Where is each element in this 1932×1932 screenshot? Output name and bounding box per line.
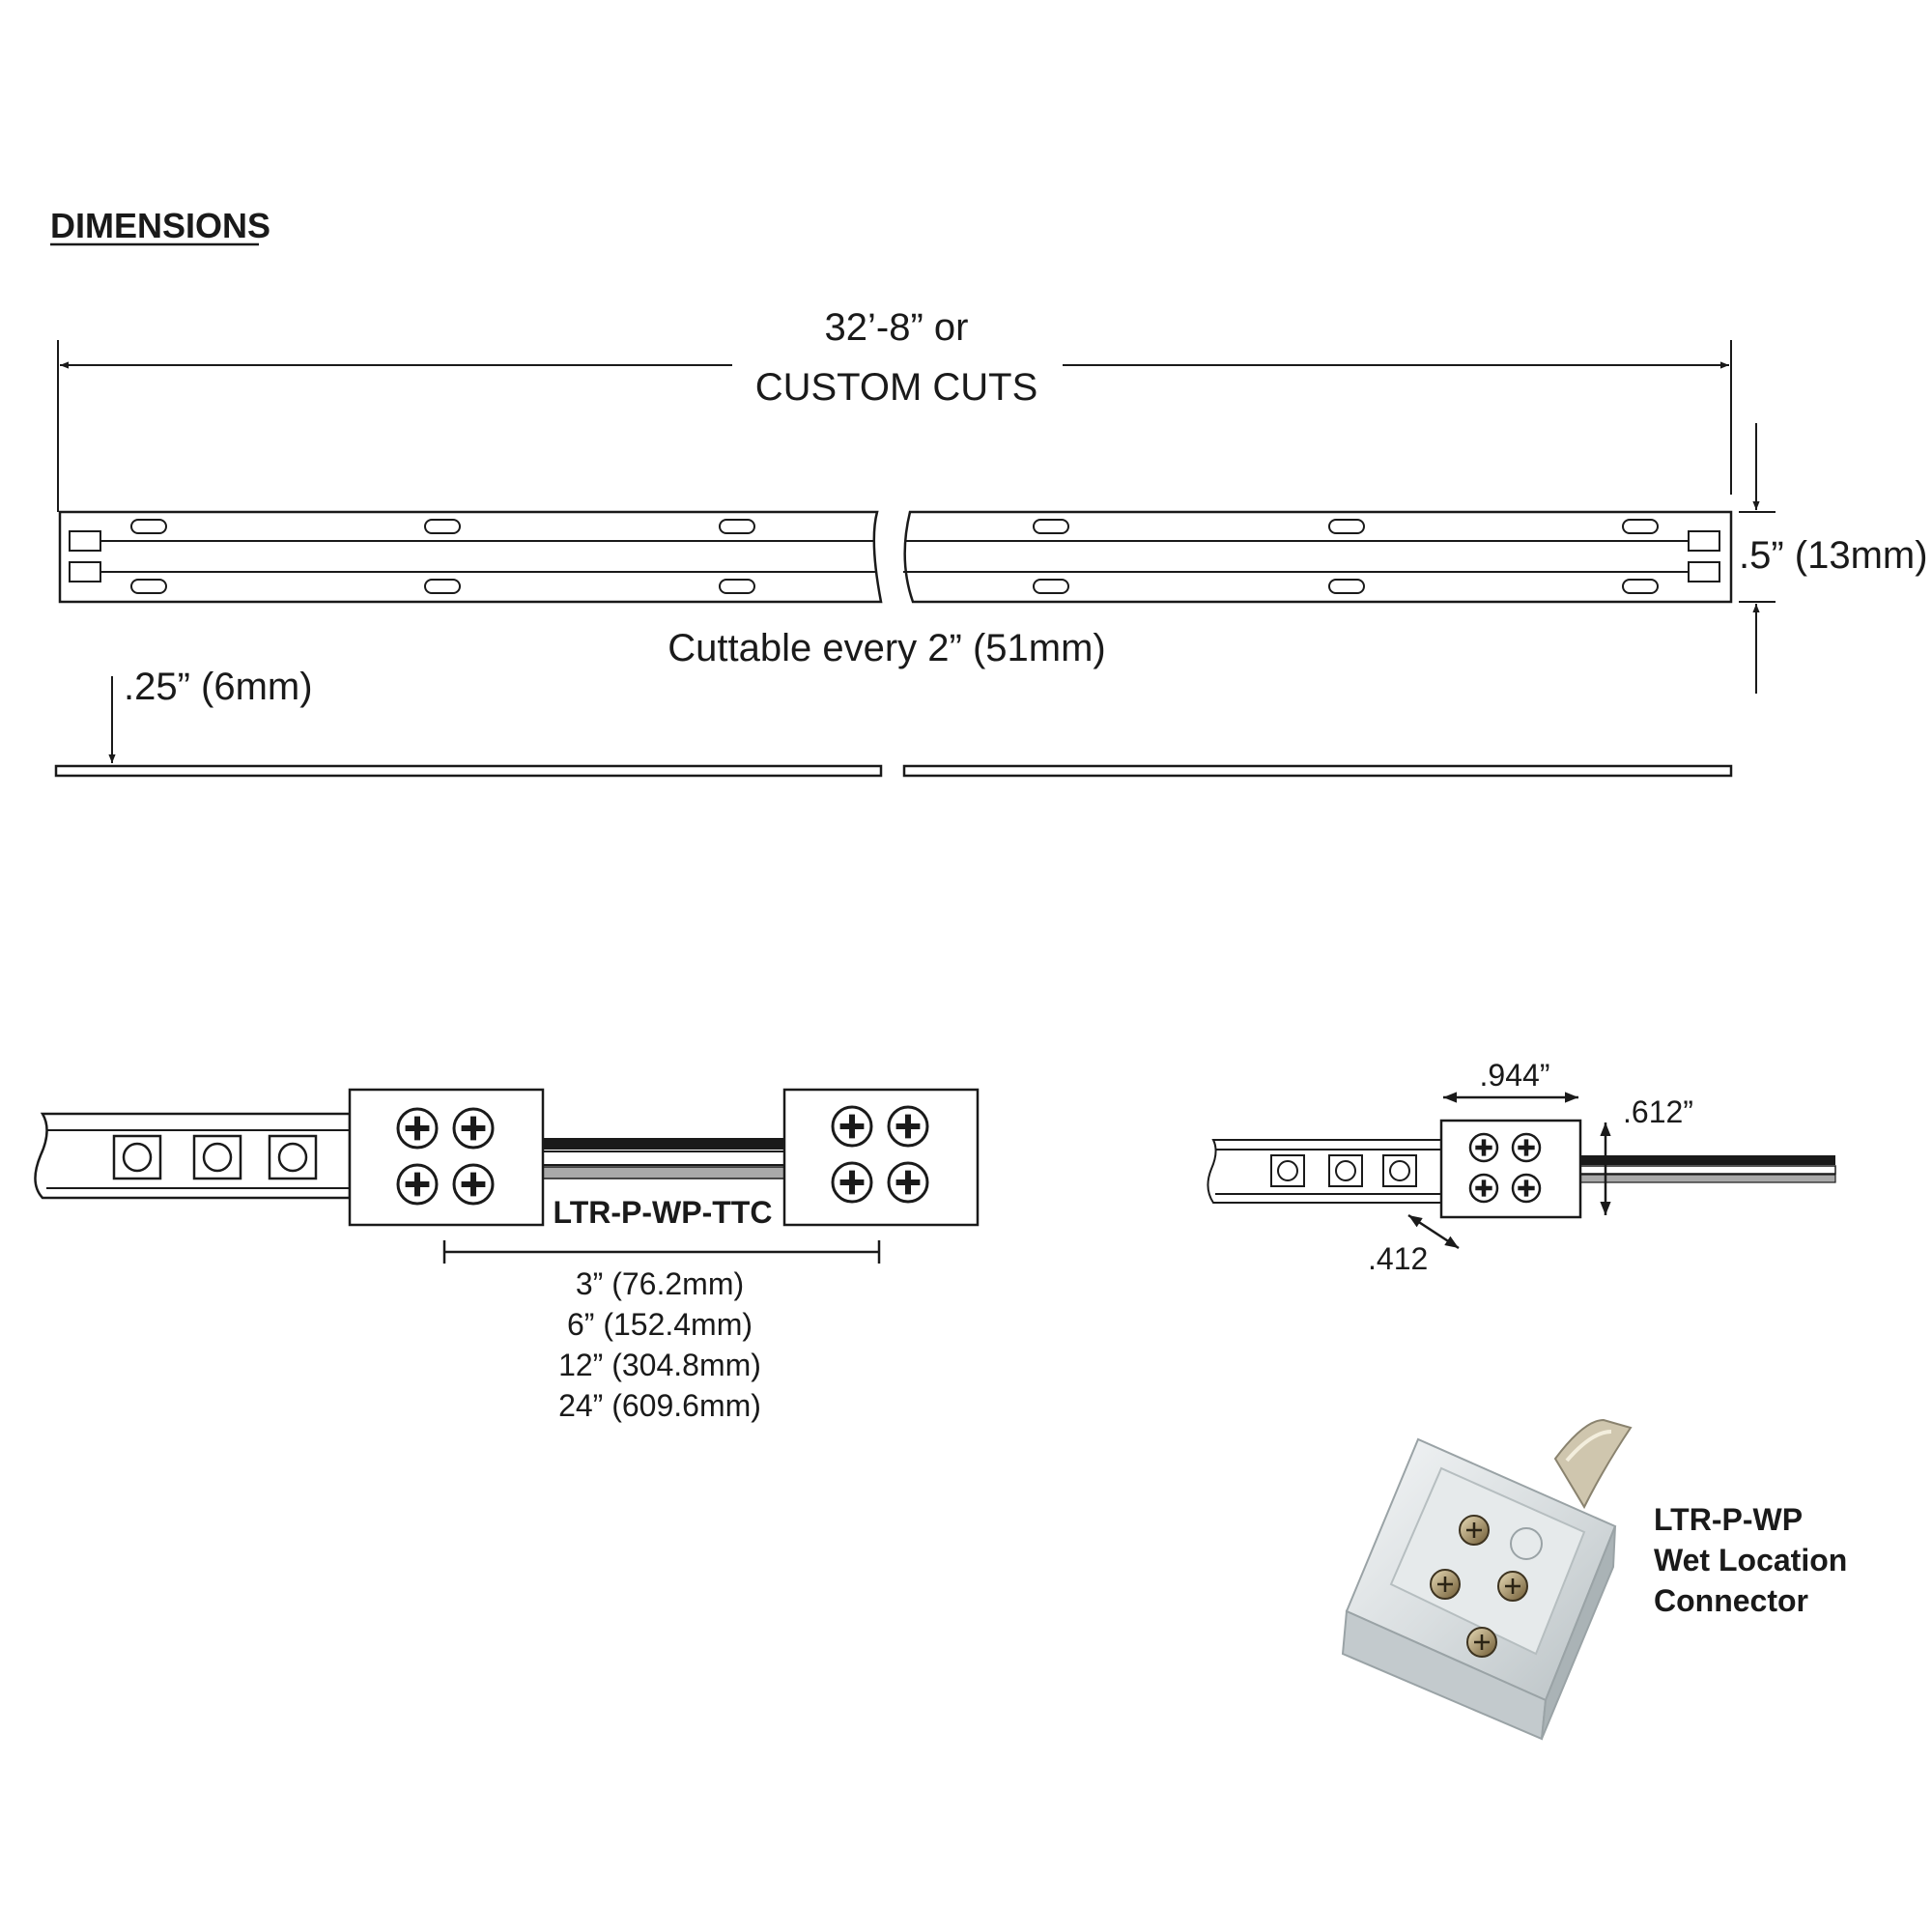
jumper-length-dimension: [442, 1240, 881, 1264]
section-heading: DIMENSIONS: [50, 206, 270, 245]
connector-depth-label: .412: [1368, 1241, 1428, 1276]
led-chips: [112, 1134, 318, 1180]
jumper-diagram: [34, 1088, 980, 1227]
jumper-screws: [396, 1105, 929, 1206]
strip-width-label: .5” (13mm): [1739, 534, 1928, 577]
screw-cross: [1518, 1179, 1535, 1197]
strip-top-view: [57, 340, 1776, 694]
screw-cross: [1475, 1179, 1492, 1197]
strip-length-line2: CUSTOM CUTS: [755, 366, 1038, 409]
connector-diagram: [1207, 1119, 1836, 1219]
connector-desc-line2: Connector: [1654, 1583, 1808, 1618]
connector-photo: [1341, 1418, 1633, 1741]
screw-cross: [839, 1170, 865, 1195]
strip-thickness-label: .25” (6mm): [124, 666, 313, 708]
connector-dimensions: [1407, 1092, 1611, 1250]
jumper-length-1: 6” (152.4mm): [567, 1307, 753, 1342]
screw-cross: [1475, 1139, 1492, 1156]
connector-model-label: LTR-P-WP: [1654, 1502, 1803, 1537]
screw-cross: [1518, 1139, 1535, 1156]
screw-cross: [895, 1114, 921, 1139]
connector-desc-line1: Wet Location: [1654, 1543, 1847, 1577]
connector-height-label: .612”: [1623, 1094, 1693, 1129]
strip-length-line1: 32’-8” or: [825, 306, 969, 349]
screw-cross: [895, 1170, 921, 1195]
screw-cross: [405, 1172, 430, 1197]
jumper-length-3: 24” (609.6mm): [558, 1388, 761, 1423]
strip-cut-interval: Cuttable every 2” (51mm): [668, 627, 1105, 669]
screw-cross: [839, 1114, 865, 1139]
jumper-model-label: LTR-P-WP-TTC: [554, 1195, 773, 1230]
strip-side-view: [54, 676, 1733, 778]
jumper-length-0: 3” (76.2mm): [576, 1266, 744, 1301]
screw-cross: [461, 1172, 486, 1197]
connector-width-label: .944”: [1480, 1058, 1550, 1093]
screw-cross: [405, 1116, 430, 1141]
jumper-length-2: 12” (304.8mm): [558, 1348, 761, 1382]
connector-screws: [1468, 1132, 1542, 1204]
screw-cross: [461, 1116, 486, 1141]
